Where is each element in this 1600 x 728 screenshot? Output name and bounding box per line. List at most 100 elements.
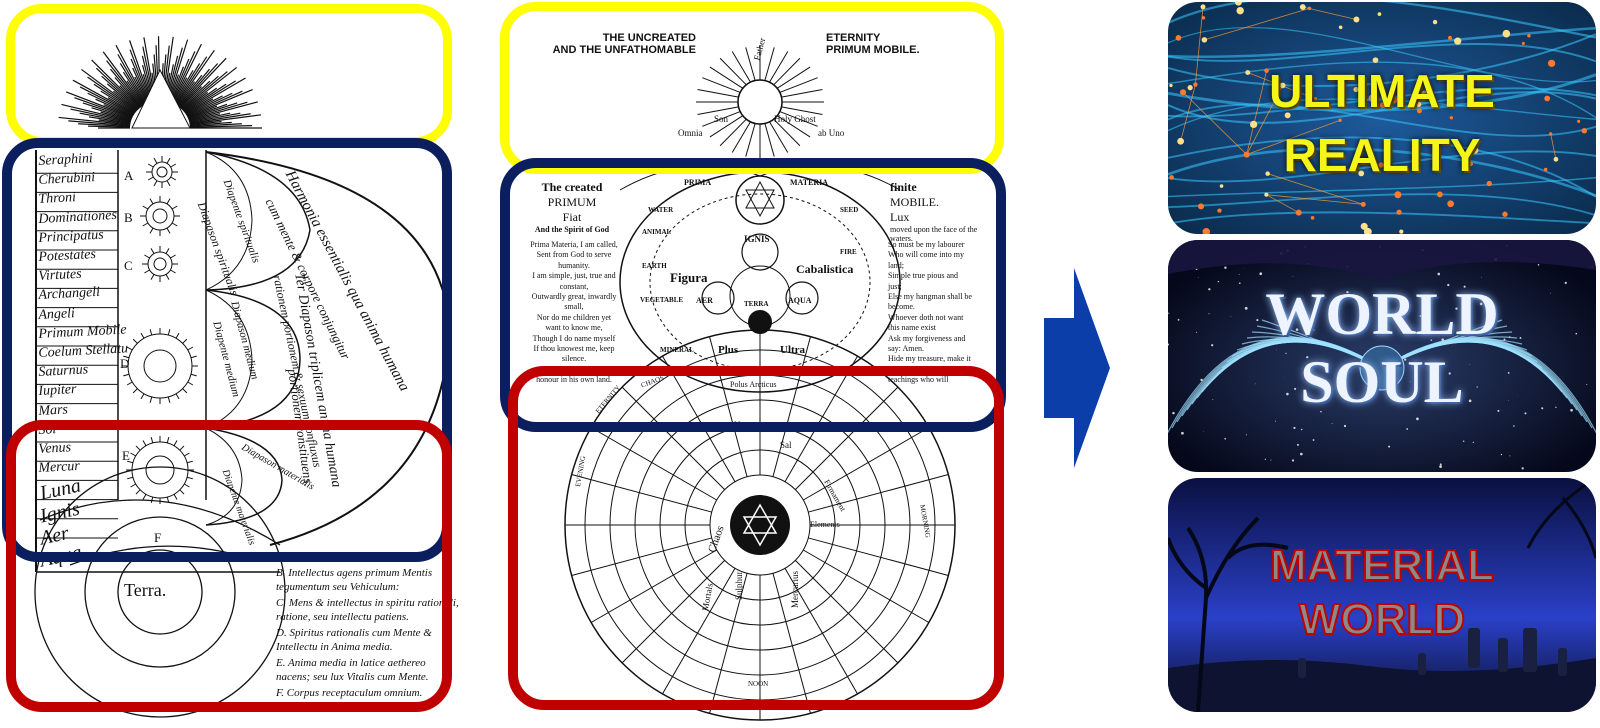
material-world-frame-left: [6, 420, 452, 712]
world-soul-frame-middle: [500, 158, 1006, 432]
right-arrow-icon: [1044, 268, 1110, 468]
globe-word: VEGETABLE: [640, 296, 684, 304]
diagram-letter: E: [122, 448, 130, 463]
verse-line: If thou knowest me, keep: [533, 344, 615, 354]
ultimate-reality-line-2: REALITY: [1283, 129, 1481, 181]
ultimate-reality-panel: ULTIMATE REALITY: [1168, 2, 1596, 234]
created-spirit: And the Spirit of God: [534, 225, 610, 234]
world-soul-line-1: WORLD: [1265, 281, 1499, 347]
legend-entry: F. Corpus receptaculum omnium.: [276, 687, 423, 699]
finite-moved: moved upon the face of the waters.: [890, 225, 978, 243]
globe-word: MINERAL: [660, 346, 694, 354]
globe-word: FIRE: [840, 248, 857, 256]
globe-word: Cabalistica: [796, 262, 854, 276]
wheel-word: NOON: [748, 680, 769, 688]
uncreated-line-1: THE UNCREATED: [602, 32, 696, 44]
verse-line: silence.: [561, 354, 587, 364]
diagram-letter: C: [124, 258, 133, 273]
globe-word: EARTH: [642, 262, 667, 270]
verse-line: become.: [888, 302, 915, 312]
diagram-letter: A: [124, 168, 134, 183]
ultimate-reality-line-1: ULTIMATE: [1269, 65, 1495, 117]
middle-cabalistic-diagram: THE UNCREATED AND THE UNFATHOMABLE ETERN…: [490, 0, 1010, 728]
radiant-sunburst-icon: [58, 36, 262, 129]
uncreated-label: THE UNCREATED AND THE UNFATHOMABLE: [536, 32, 696, 56]
verse-line: Prima Materia, I am called,: [530, 240, 618, 249]
verse-line: Else my hangman shall be: [888, 292, 972, 302]
finite-block: finite MOBILE. Lux moved upon the face o…: [890, 180, 990, 243]
sun-word-abuno: ab Uno: [818, 128, 845, 138]
created-block: The created PRIMUM Fiat And the Spirit o…: [518, 180, 626, 234]
globe-word: ANIMAL: [642, 228, 672, 236]
created-title: The created: [541, 180, 603, 194]
world-soul-line-2: SOUL: [1300, 349, 1464, 415]
globe-word: Plus: [718, 344, 739, 356]
verse-line: Ask my forgiveness and: [888, 333, 966, 343]
globe-word: MATERIA: [790, 178, 829, 187]
material-world-line-1: MATERIAL: [1269, 541, 1495, 590]
ultimate-reality-title: ULTIMATE REALITY: [1168, 68, 1596, 178]
winged-earth-image: [1168, 240, 1596, 472]
left-diagram-artwork: [34, 36, 452, 718]
graveyard-night-image: [1168, 478, 1596, 712]
diagram-letter: D: [120, 356, 130, 371]
wheel-word: Elements: [810, 520, 840, 529]
world-soul-panel: WORLD SOUL: [1168, 240, 1596, 472]
verse-line: I am simple, just, true and: [532, 271, 616, 281]
wheel-word: Sal: [780, 440, 792, 450]
globe-word: AQUA: [788, 296, 812, 305]
ultimate-reality-frame-left: [6, 4, 452, 146]
world-soul-frame-left: [2, 138, 452, 562]
sun-word-ghost: Holy Ghost: [774, 114, 816, 124]
middle-diagram-artwork: [564, 46, 956, 721]
terra-label: Terra.: [124, 580, 167, 600]
legend-entry: C. Mens & intellectus in spiritu rationa…: [276, 597, 459, 623]
material-world-line-2: WORLD: [1298, 595, 1466, 644]
verse-line: say: Amen.: [888, 344, 924, 354]
verse-line: Outwardly great, inwardly: [531, 292, 617, 302]
sun-word-omnia: Omnia: [678, 128, 703, 138]
created-fiat: Fiat: [562, 210, 582, 224]
legend-entry: D. Spiritus rationalis cum Mente & Intel…: [276, 627, 432, 653]
eternity-line-2: PRIMUM MOBILE.: [826, 44, 920, 56]
material-world-title: MATERIAL WORLD: [1168, 541, 1596, 644]
diagram-letter: F: [154, 530, 162, 545]
globe-word: SEED: [840, 206, 859, 214]
globe-word: IGNIS: [744, 234, 770, 244]
wheel-word: Polus Arcticus: [730, 380, 777, 389]
verse-line: want to know me,: [545, 323, 603, 333]
verse-line: constant,: [559, 281, 589, 291]
verse-line: Who will come into my: [888, 250, 964, 260]
globe-word: WATER: [648, 206, 674, 214]
ultimate-reality-frame-middle: [500, 2, 1004, 174]
verse-line: humanity.: [558, 260, 590, 270]
verse-line: land;: [888, 260, 904, 270]
eternity-label: ETERNITY PRIMUM MOBILE.: [826, 32, 920, 56]
verse-line: Though I do name myself: [532, 333, 616, 343]
verse-line: just;: [888, 281, 902, 291]
cosmic-network-image: [1168, 2, 1596, 234]
verse-line: Nor do me children yet: [536, 312, 612, 322]
uncreated-line-2: AND THE UNFATHOMABLE: [552, 44, 696, 56]
verse-line: small,: [564, 302, 584, 312]
legend-entry: E. Anima media in latice aethereo nacens…: [276, 657, 429, 683]
diagram-letter: B: [124, 210, 133, 225]
verse-line: Whoever doth not want: [888, 312, 964, 322]
verse-line: So must be my labourer: [888, 240, 965, 249]
verse-line: this name exist: [888, 323, 936, 333]
globe-word: TERRA: [744, 300, 769, 308]
globe-word: PRIMA: [684, 178, 712, 187]
eternity-line-1: ETERNITY: [826, 32, 881, 44]
sun-word-son: Son: [714, 114, 729, 124]
verse-line: Hide my treasure, make it: [888, 354, 971, 364]
world-soul-title: WORLD SOUL: [1168, 284, 1596, 412]
legend-entry: B. Intellectus agens primum Mentis tegum…: [276, 567, 433, 593]
finite-lux: Lux: [890, 210, 910, 224]
left-verse: Prima Materia, I am called,Sent from God…: [512, 240, 636, 386]
created-primum: PRIMUM: [547, 195, 597, 209]
finite-title: finite: [890, 180, 917, 194]
finite-mobile: MOBILE.: [890, 195, 939, 209]
verse-line: Sent from God to serve: [536, 250, 612, 260]
material-world-panel: MATERIAL WORLD: [1168, 478, 1596, 712]
